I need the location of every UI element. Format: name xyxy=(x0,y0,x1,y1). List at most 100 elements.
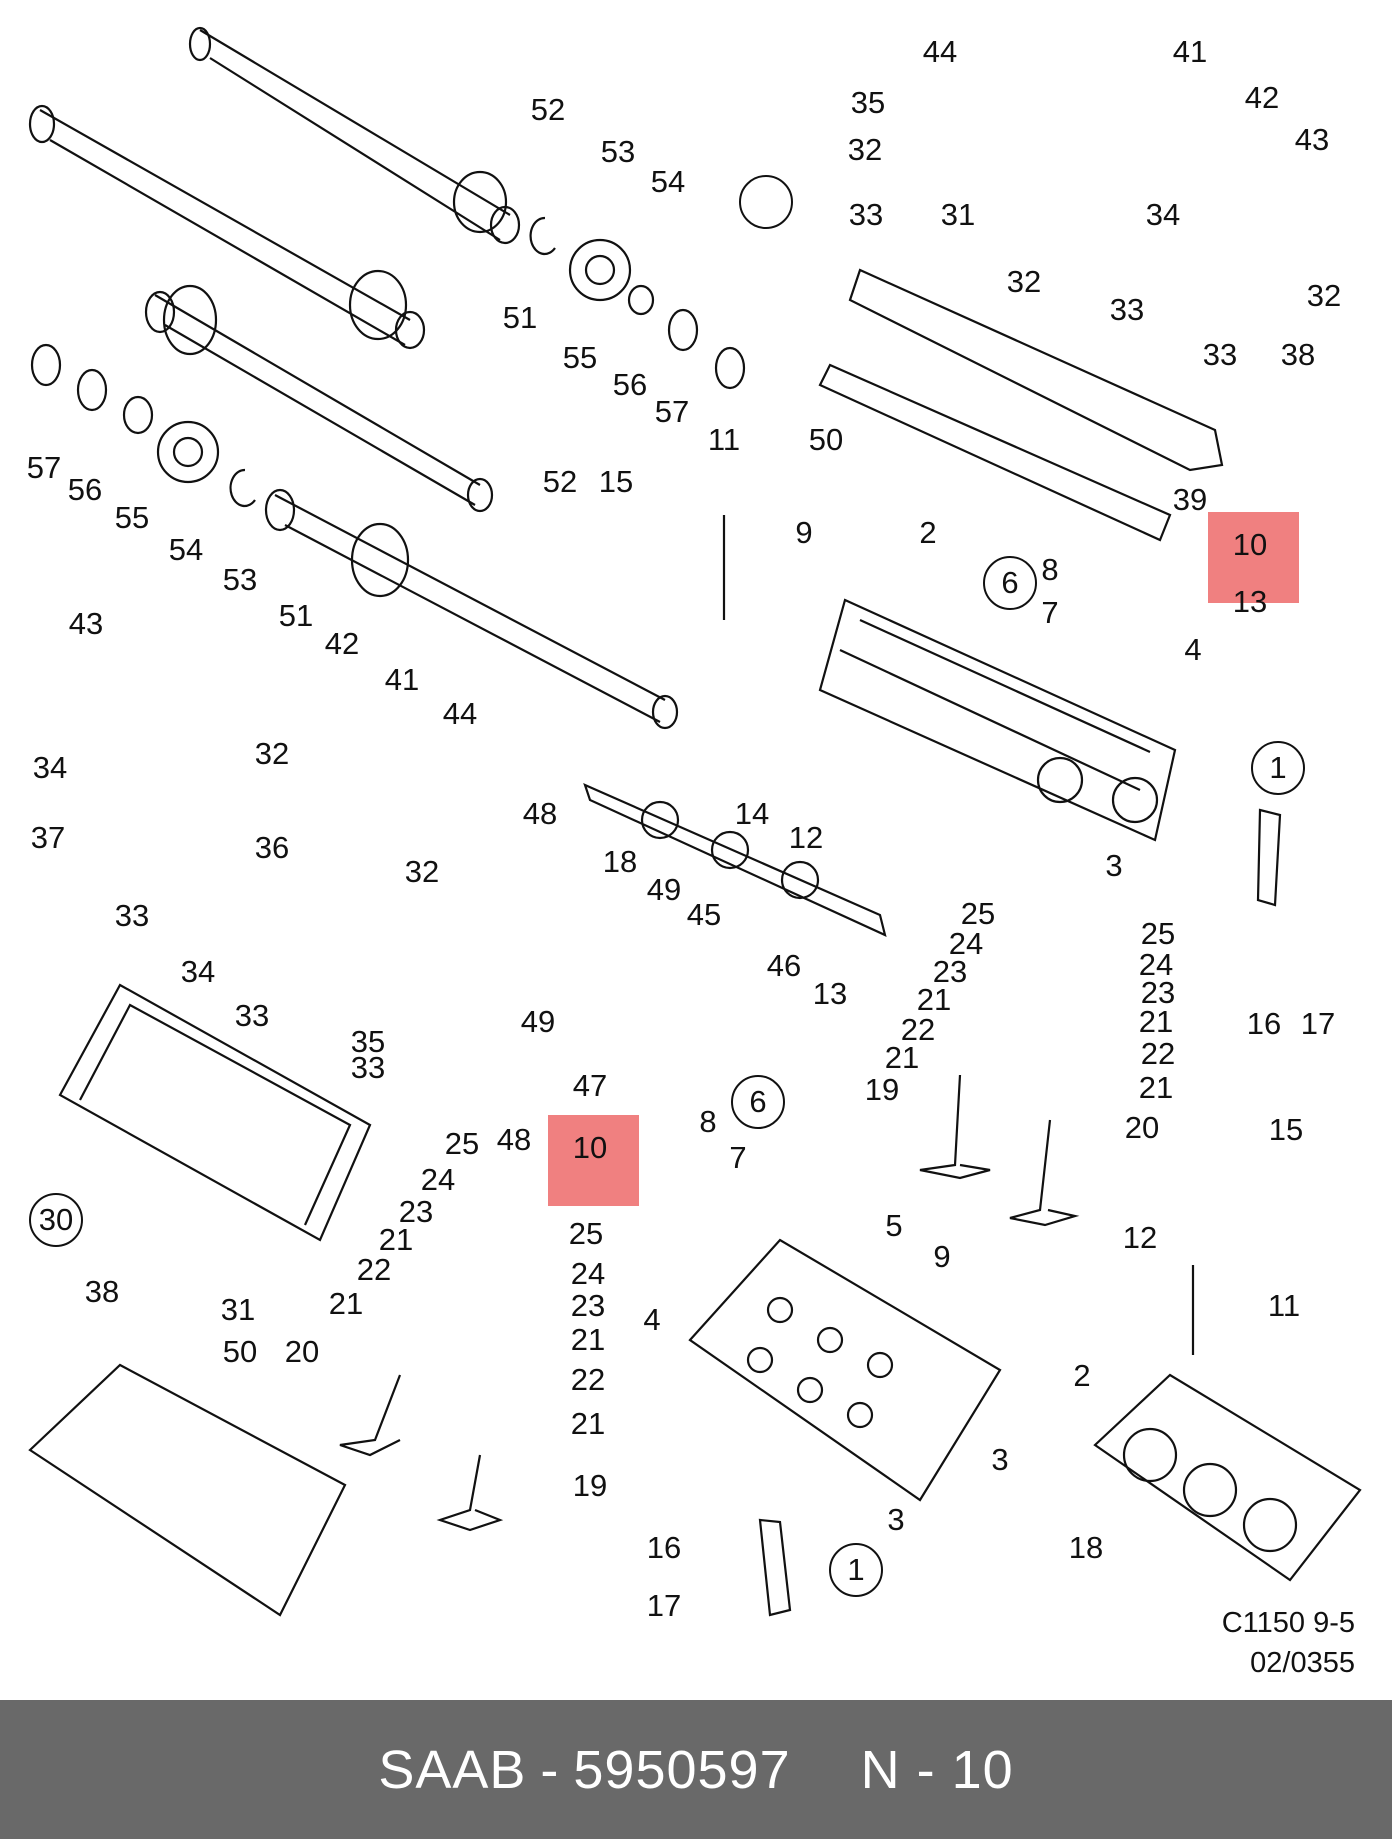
part-label-24-69: 24 xyxy=(949,926,983,961)
part-label-9-18: 9 xyxy=(795,515,812,550)
part-label-25-103: 25 xyxy=(569,1216,603,1251)
callout-circle-1-5 xyxy=(829,1543,883,1597)
part-label-2-93: 2 xyxy=(1073,1358,1090,1393)
part-label-34-46: 34 xyxy=(33,750,67,785)
part-label-21-74: 21 xyxy=(1139,1004,1173,1039)
part-label-22-75: 22 xyxy=(901,1012,935,1047)
part-label-6-20: 6 xyxy=(1001,565,1018,600)
part-label-8-85: 8 xyxy=(699,1104,716,1139)
part-label-37-47: 37 xyxy=(31,820,65,855)
cylinder-head-left xyxy=(688,1238,1002,1502)
part-label-10-16: 10 xyxy=(1233,527,1267,562)
part-label-15-39: 15 xyxy=(599,464,633,499)
callout-circles xyxy=(29,175,1305,1597)
part-label-55-29: 55 xyxy=(563,340,597,375)
part-label-32-9: 32 xyxy=(1007,264,1041,299)
valve-19-left xyxy=(436,1454,504,1532)
part-label-15-83: 15 xyxy=(1269,1112,1303,1147)
part-label-57-32: 57 xyxy=(27,450,61,485)
part-label-47-61: 47 xyxy=(573,1068,607,1103)
callout-circle-30-4 xyxy=(29,1193,83,1247)
part-label-11-38: 11 xyxy=(708,422,740,457)
highlight-boxes xyxy=(548,512,1299,1206)
part-label-22-76: 22 xyxy=(1141,1036,1175,1071)
part-drawings xyxy=(28,25,1362,1617)
part-label-21-78: 21 xyxy=(1139,1070,1173,1105)
part-label-19-79: 19 xyxy=(865,1072,899,1107)
part-label-52-25: 52 xyxy=(531,92,565,127)
part-label-23-99: 23 xyxy=(399,1194,433,1229)
part-label-50-109: 50 xyxy=(223,1334,257,1369)
part-label-3-113: 3 xyxy=(887,1502,904,1537)
part-label-53-26: 53 xyxy=(601,134,635,169)
part-label-18-117: 18 xyxy=(1069,1530,1103,1565)
part-label-54-35: 54 xyxy=(169,532,203,567)
valve-19-right xyxy=(919,1074,991,1180)
callout-circle-6-3 xyxy=(731,1075,785,1129)
part-label-5-88: 5 xyxy=(885,1208,902,1243)
part-label-19-111: 19 xyxy=(573,1468,607,1503)
part-label-51-40: 51 xyxy=(279,598,313,633)
part-label-25-67: 25 xyxy=(961,896,995,931)
part-label-33-54: 33 xyxy=(351,1050,385,1085)
part-label-17-82: 17 xyxy=(1301,1006,1335,1041)
part-label-57-31: 57 xyxy=(655,394,689,429)
part-label-7-86: 7 xyxy=(729,1140,746,1175)
part-label-32-11: 32 xyxy=(1307,278,1341,313)
part-label-49-59: 49 xyxy=(521,1004,555,1039)
part-label-13-66: 13 xyxy=(813,976,847,1011)
camshaft-lower-1 xyxy=(144,284,494,513)
head-gasket-upper xyxy=(583,782,887,937)
highlight-box-10-1 xyxy=(548,1115,639,1206)
part-label-16-114: 16 xyxy=(647,1530,681,1565)
part-label-14-62: 14 xyxy=(735,796,769,831)
part-label-56-30: 56 xyxy=(613,367,647,402)
part-label-23-72: 23 xyxy=(1141,975,1175,1010)
reference-code: C1150 9-5 xyxy=(1222,1607,1355,1639)
part-label-50-14: 50 xyxy=(809,422,843,457)
part-label-8-19: 8 xyxy=(1041,552,1058,587)
part-label-1-24: 1 xyxy=(1269,750,1286,785)
part-label-43-41: 43 xyxy=(69,606,103,641)
part-label-49-57: 49 xyxy=(647,872,681,907)
part-label-48-56: 48 xyxy=(497,1122,531,1157)
part-label-42-42: 42 xyxy=(325,626,359,661)
bracket-16-left xyxy=(758,1518,792,1617)
part-label-21-102: 21 xyxy=(329,1286,363,1321)
camshaft-upper-1 xyxy=(188,25,521,245)
part-label-11-91: 11 xyxy=(1268,1288,1300,1323)
part-label-52-37: 52 xyxy=(543,464,577,499)
cover-gasket-left xyxy=(28,1363,347,1617)
part-label-35-53: 35 xyxy=(351,1024,385,1059)
part-label-34-8: 34 xyxy=(1146,197,1180,232)
callout-circle-6-1 xyxy=(983,556,1037,610)
valve-20-right xyxy=(1009,1119,1080,1227)
part-label-41-43: 41 xyxy=(385,662,419,697)
part-label-38-95: 38 xyxy=(85,1274,119,1309)
part-label-21-108: 21 xyxy=(571,1406,605,1441)
part-label-44-44: 44 xyxy=(443,696,477,731)
part-label-55-34: 55 xyxy=(115,500,149,535)
separator: - xyxy=(540,1739,560,1800)
part-label-21-106: 21 xyxy=(571,1322,605,1357)
part-label-17-116: 17 xyxy=(647,1588,681,1623)
bracket-16-right xyxy=(1256,808,1282,907)
part-label-12-63: 12 xyxy=(789,820,823,855)
part-label-12-90: 12 xyxy=(1123,1220,1157,1255)
part-label-21-77: 21 xyxy=(885,1040,919,1075)
camshaft-upper-2 xyxy=(28,104,426,350)
part-label-20-110: 20 xyxy=(285,1334,319,1369)
part-number: 5950597 xyxy=(573,1739,791,1800)
part-label-23-71: 23 xyxy=(933,954,967,989)
part-label-2-17: 2 xyxy=(919,515,936,550)
part-label-56-33: 56 xyxy=(68,472,102,507)
reference-date: 02/0355 xyxy=(1250,1647,1355,1679)
part-label-32-50: 32 xyxy=(405,854,439,889)
part-label-22-107: 22 xyxy=(571,1362,605,1397)
part-label-21-73: 21 xyxy=(917,982,951,1017)
part-label-33-6: 33 xyxy=(849,197,883,232)
ring-53-lower xyxy=(229,468,256,508)
cylinder-head-right xyxy=(818,598,1177,842)
